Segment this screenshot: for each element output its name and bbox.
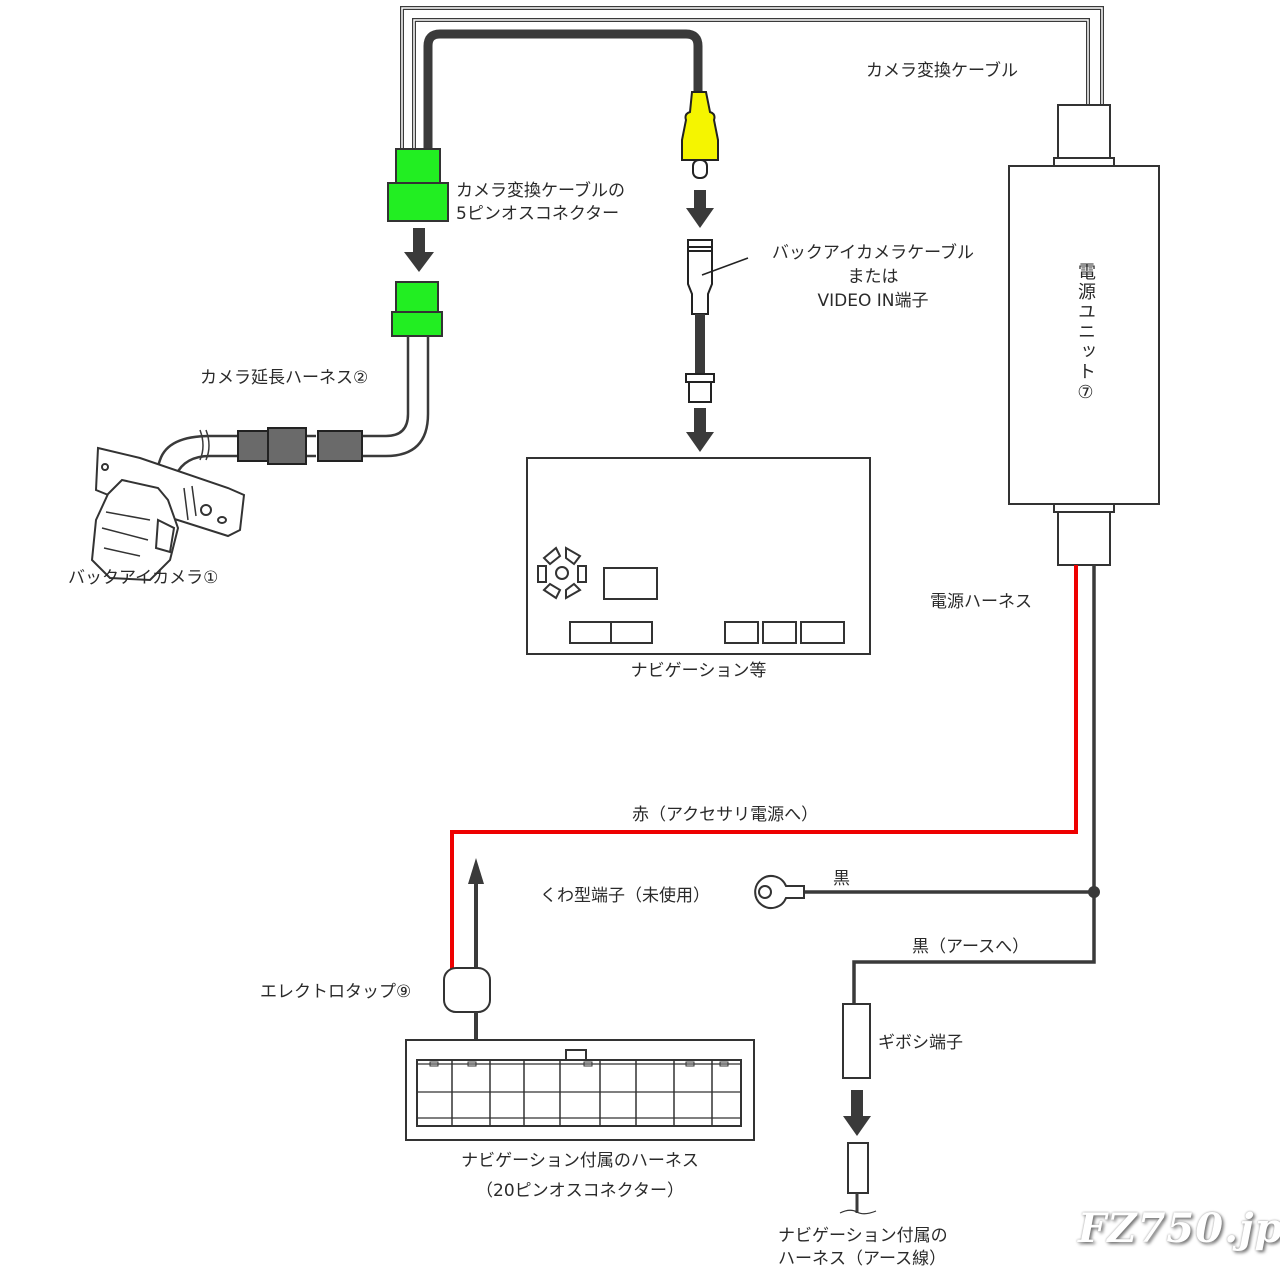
label-backeye-cable-line3: VIDEO IN端子 (817, 291, 929, 311)
label-power-harness: 電源ハーネス (930, 592, 1032, 612)
camera-conversion-cable (400, 6, 1104, 150)
label-nav-harness-line2: （20ピンオスコネクター） (476, 1181, 684, 1201)
down-arrow-icon (686, 190, 714, 228)
label-red-wire: 赤（アクセサリ電源へ） (632, 805, 819, 825)
pin-latch (685, 1061, 695, 1067)
label-nav-harness-line1: ナビゲーション付属のハーネス (461, 1151, 699, 1171)
nav-20pin-connector (405, 1039, 755, 1141)
camera-extension-connector (391, 281, 443, 337)
backeye-camera-cable-video-in (685, 239, 749, 403)
label-navigation: ナビゲーション等 (630, 661, 767, 681)
ring-terminal-icon (754, 875, 805, 909)
black-ground-wire (804, 565, 1096, 1006)
power-unit (1008, 104, 1160, 566)
label-5pin-line2: 5ピンオスコネクター (456, 204, 620, 224)
label-power-unit: 電源ユニット⑦ (1075, 262, 1096, 405)
watermark: FZ750.jp (1078, 1205, 1280, 1252)
label-black-ground: 黒（アースへ） (912, 937, 1030, 957)
pin-latch (583, 1061, 593, 1067)
label-backeye-cable-line2: または (847, 267, 899, 287)
down-arrow-icon (686, 408, 714, 452)
electro-tap (443, 967, 491, 1013)
label-electro-tap: エレクトロタップ⑨ (260, 982, 412, 1002)
junction-dot (1088, 886, 1100, 898)
label-nav-ground-line1: ナビゲーション付属の (778, 1226, 948, 1246)
label-camera-extension-harness: カメラ延長ハーネス② (200, 368, 369, 388)
backeye-camera-illustration (90, 446, 246, 582)
down-arrow-icon (843, 1090, 871, 1136)
label-gibosi: ギボシ端子 (878, 1033, 963, 1053)
nav-ground-terminal (847, 1142, 869, 1194)
red-accessory-wire (450, 565, 1078, 970)
pin-latch (429, 1061, 439, 1067)
label-nav-ground-line2: ハーネス（アース線） (778, 1249, 947, 1269)
rca-video-plug (681, 91, 719, 179)
pin-latch (467, 1061, 477, 1067)
label-backeye-cable-line1: バックアイカメラケーブル (771, 243, 975, 263)
label-camera-conversion-cable: カメラ変換ケーブル (866, 61, 1018, 81)
label-ring-terminal: くわ型端子（未使用） (540, 886, 710, 906)
label-backeye-camera: バックアイカメラ① (68, 568, 219, 588)
camera-conversion-5pin-male-connector (387, 148, 449, 222)
pin-latch (719, 1061, 729, 1067)
gibosi-terminal (842, 1003, 871, 1079)
camera-harness-connectors (237, 427, 363, 465)
label-5pin-line1: カメラ変換ケーブルの (456, 181, 625, 201)
navigation-unit (526, 457, 871, 655)
camera-extension-harness (148, 336, 430, 501)
label-black: 黒 (833, 869, 850, 889)
down-arrow-icon (404, 228, 434, 272)
up-arrow-icon (468, 858, 484, 976)
nav-dpad-icon (537, 546, 587, 600)
